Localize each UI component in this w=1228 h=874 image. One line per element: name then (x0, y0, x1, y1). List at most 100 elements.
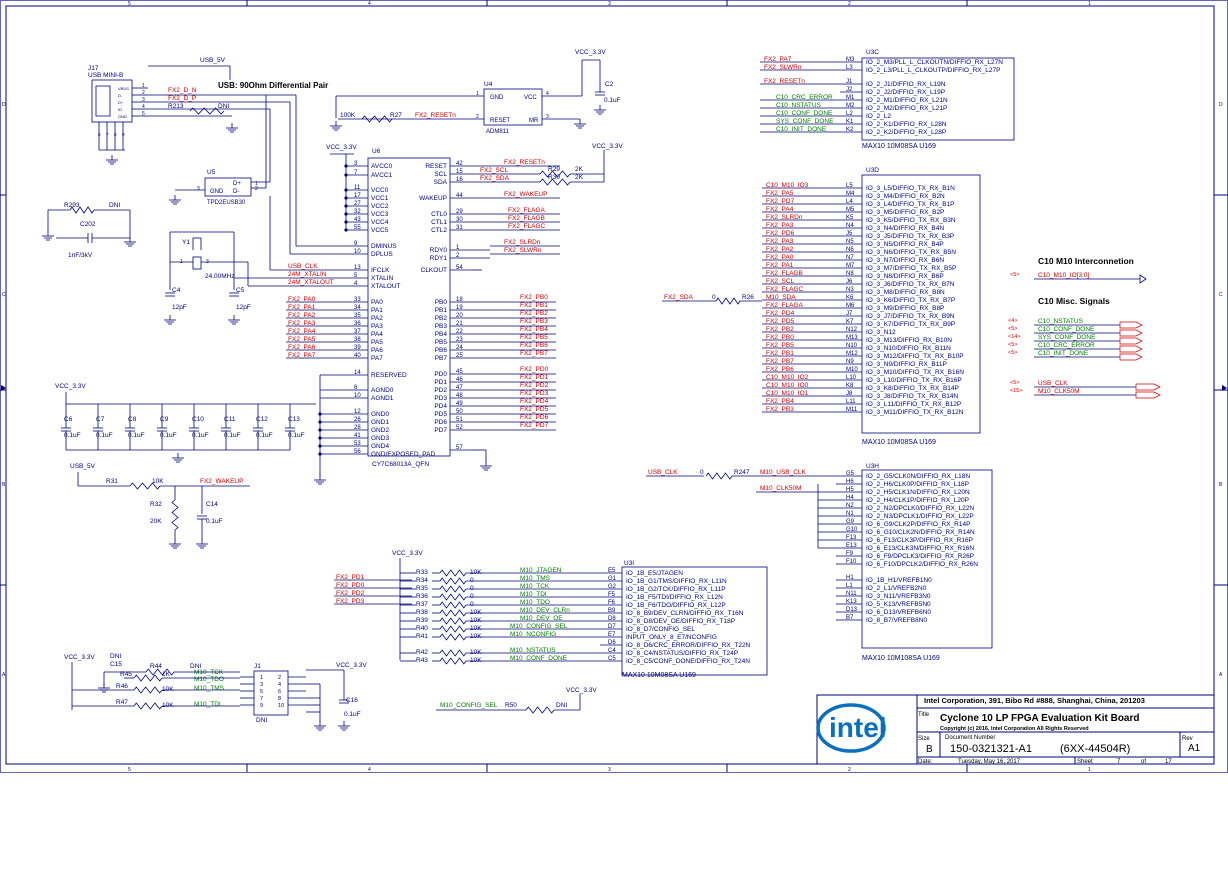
pin-name: IO_1B_F5/TDI/DIFFIO_RX_L12N (626, 594, 723, 601)
ball-number: M6 (846, 303, 855, 309)
net-label: FX2_SLRDn (504, 239, 541, 246)
pin-name: IO_1B_F6/TDO/DIFFIO_RX_L12P (626, 602, 726, 609)
net-label: FX2_PD6 (520, 414, 549, 421)
pin-number: 1 (255, 181, 258, 187)
sheet-ref: <15> (1010, 388, 1023, 394)
ref-designator: U3I (624, 560, 634, 567)
section-title: C10 M10 Interconnetion (1038, 256, 1134, 266)
pin-name: D- (118, 93, 123, 98)
pin-number: 11 (354, 185, 361, 191)
ref-designator: C6 (64, 416, 73, 423)
power-label: VCC_3.3V (566, 687, 597, 694)
pin-name: DPLUS (371, 251, 393, 258)
usb-note: USB: 90Ohm Differential Pair (218, 81, 328, 90)
pin-name: IO_8_D6/CRC_ERROR/DIFFIO_RX_T22N (626, 642, 751, 649)
ball-number: L4 (846, 199, 853, 205)
pin-name: GND2 (371, 427, 389, 434)
pin-number: 18 (456, 297, 463, 303)
pin-name: RESERVED (371, 372, 407, 379)
net-label: FX2_PA0 (288, 296, 316, 303)
pin-number: 56 (354, 449, 361, 455)
size-label: Size (918, 736, 930, 742)
pin-name: PB5 (435, 339, 448, 346)
pin-name: PD6 (434, 419, 447, 426)
pin-name: IO_2_J1/DIFFIO_RX_L19N (866, 81, 946, 88)
net-label: FX2_PB4 (520, 326, 548, 333)
pin-name: IO_3_N6/DIFFIO_TX_RX_B5N (866, 249, 956, 256)
junction-dot (344, 228, 348, 232)
net-label: FX2_PD7 (520, 422, 549, 429)
pin-name: IO_6_F9/DPCLK3/DIFFIO_RX_R26P (866, 553, 974, 560)
net-label: M10_CONFIG_SEL (510, 623, 568, 630)
net-label: FX2_PA3 (766, 238, 794, 245)
pin-name: GND3 (371, 435, 389, 442)
pin-name: IO_3_L4/DIFFIO_TX_RX_B1P (866, 201, 955, 208)
u5-body (204, 177, 252, 197)
ref-designator: R50 (505, 702, 517, 709)
pin-number: 2 (142, 90, 145, 96)
pin-name: D- (233, 189, 239, 195)
pin-number: 24 (456, 345, 463, 351)
pin-name: IO_3_L5/DIFFIO_TX_RX_B1N (866, 185, 955, 192)
ref-designator: U5 (207, 169, 216, 176)
pin-name: SCL (434, 171, 447, 178)
frame-row-label: B (1219, 482, 1223, 488)
net-label: M10_NSTATUS (510, 647, 556, 654)
company-address: Intel Corporation, 391, Bibo Rd #888, Sh… (924, 696, 1145, 705)
net-label: M10_TDI (520, 591, 547, 598)
net-label: FX2_PD7 (766, 198, 795, 205)
net-label: M10_CONFIG_SEL (440, 702, 498, 709)
sheet-ref: <5> (1008, 326, 1017, 332)
net-label: FX2_RESETn (504, 159, 545, 166)
part-name: TPD2EUSB30 (207, 200, 246, 206)
value: 0.1uF (128, 432, 145, 439)
resistor (439, 609, 467, 617)
net-label: M10_TCK (194, 669, 224, 676)
pin-number: 2 (255, 186, 258, 192)
pin-number: 4 (354, 281, 358, 287)
ref-designator: C10 (192, 416, 204, 423)
net-label: M10_JTAGEN (520, 567, 562, 574)
frame-row-label: D (1219, 102, 1223, 108)
value: 24.00MHz (205, 273, 235, 280)
net-label: FX2_PB2 (520, 310, 548, 317)
rev-label: Rev (1182, 736, 1193, 742)
pin-number: 10 (354, 393, 361, 399)
pin-number: 28 (354, 425, 361, 431)
pin-number: 50 (456, 409, 463, 415)
resistor (439, 585, 467, 593)
ref-designator: R33 (416, 569, 428, 576)
ref-designator: R38 (416, 609, 428, 616)
sheet-ref: <4> (1008, 318, 1017, 324)
ref-designator: C4 (172, 287, 181, 294)
net-label: M10_CLK50M (1038, 388, 1080, 395)
net-label: FX2_WAKEUP (504, 191, 547, 198)
net-label: FX2_PA4 (766, 206, 794, 213)
ball-number: L10 (846, 375, 857, 381)
net-label: FX2_SCL (766, 278, 795, 285)
ball-number: M5 (846, 207, 855, 213)
pin-name: PB3 (435, 323, 448, 330)
pin-name: IO_3_J7/DIFFIO_TX_RX_B9N (866, 313, 955, 320)
sheet-ref: <5> (1008, 350, 1017, 356)
frame-column-label: 2 (848, 1, 851, 7)
junction-dot (344, 220, 348, 224)
ref-designator: R43 (416, 657, 428, 664)
pin-number: 6 (354, 385, 358, 391)
ball-number: M1 (846, 95, 855, 101)
pin-name: GND (210, 189, 224, 195)
net-label: FX2_PA2 (766, 246, 794, 253)
pin-number: 15 (456, 169, 463, 175)
pin-name: IO_2_M3/PLL_L_CLKOUTN/DIFFIO_RX_L27N (866, 59, 1003, 66)
ball-number: L5 (846, 183, 853, 189)
net-label: SYS_CONF_DONE (776, 118, 834, 125)
pin-number: 54 (456, 265, 463, 271)
pin-number: 5 (142, 111, 145, 117)
dnp-label: DNI (110, 653, 121, 660)
ball-number: G1 (608, 576, 617, 582)
ball-number: G2 (608, 584, 617, 590)
pin-number: 5 (354, 273, 358, 279)
pin-name: VBUS (118, 86, 129, 91)
net-label: FX2_PD5 (766, 318, 795, 325)
